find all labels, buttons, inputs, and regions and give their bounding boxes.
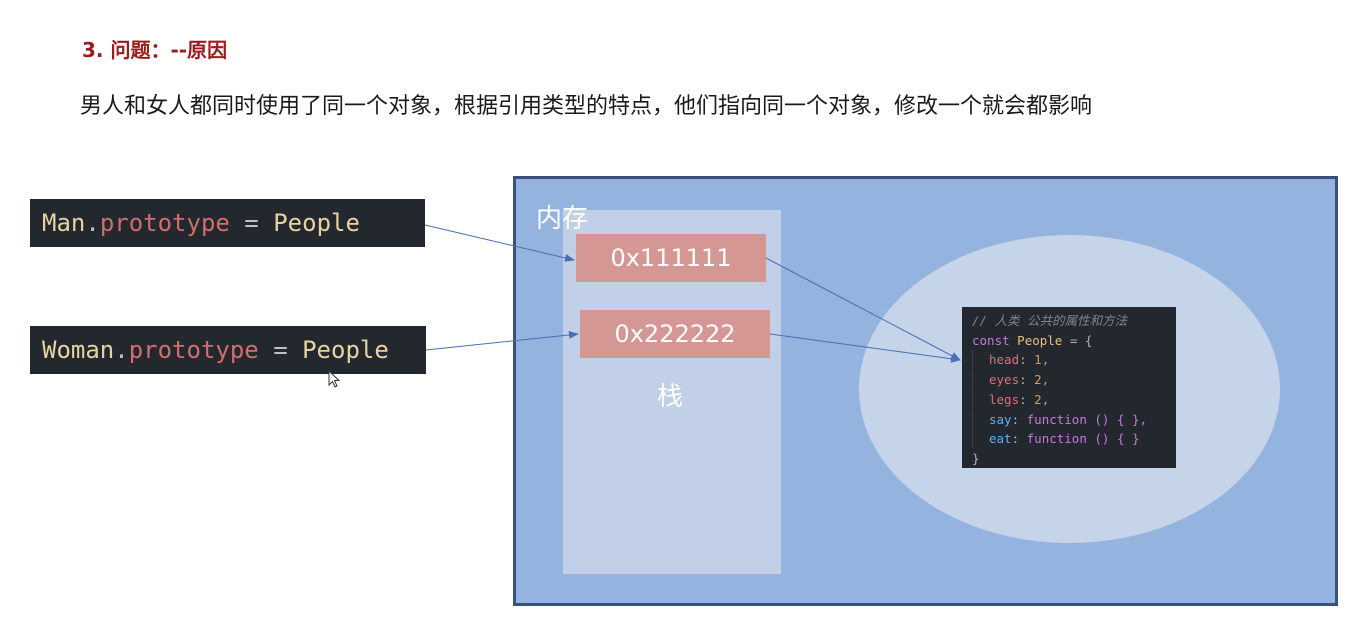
woman-dot: . [114,336,129,364]
prop-value-legs: 2, [1034,391,1050,407]
man-dot: . [85,209,100,237]
prop-value-eyes: 2, [1034,372,1050,388]
address-box-2: 0x222222 [580,310,770,358]
man-prop: prototype [99,209,230,237]
woman-prototype-code: Woman.prototype = People [30,326,426,374]
address-box-1: 0x111111 [576,234,766,282]
arrow-man-to-address [424,224,575,262]
prop-key-say: say [989,411,1012,427]
mouse-pointer-icon [328,370,341,388]
stack-label: 栈 [657,382,684,412]
const-keyword: const [972,332,1010,348]
arrow-address1-to-object [765,257,961,361]
prop-value-head: 1, [1034,352,1050,368]
woman-prop: prototype [128,336,259,364]
arrow-woman-to-address [425,330,579,351]
man-prototype-code: Man.prototype = People [30,199,425,247]
code-comment: // 人类 公共的属性和方法 [972,313,1128,328]
prop-key-head: head [989,352,1020,368]
prop-key-eyes: eyes [989,372,1020,388]
close-brace: } [972,450,980,466]
man-eq: = [229,209,274,237]
man-object: Man [42,209,86,237]
prop-value-say: function () { }, [1026,411,1148,427]
woman-value: People [302,336,389,364]
memory-label: 内存 [536,204,589,234]
arrow-address2-to-object [769,333,961,363]
woman-object: Woman [42,336,115,364]
section-heading: 3. 问题：--原因 [82,38,228,62]
woman-eq: = [258,336,303,364]
man-value: People [273,209,360,237]
object-name: People [1017,332,1063,348]
open-brace: = { [1062,332,1093,348]
description-text: 男人和女人都同时使用了同一个对象，根据引用类型的特点，他们指向同一个对象，修改一… [80,94,1093,119]
prop-key-eat: eat [989,431,1012,447]
prop-value-eat: function () { } [1026,431,1140,447]
prop-key-legs: legs [989,391,1020,407]
